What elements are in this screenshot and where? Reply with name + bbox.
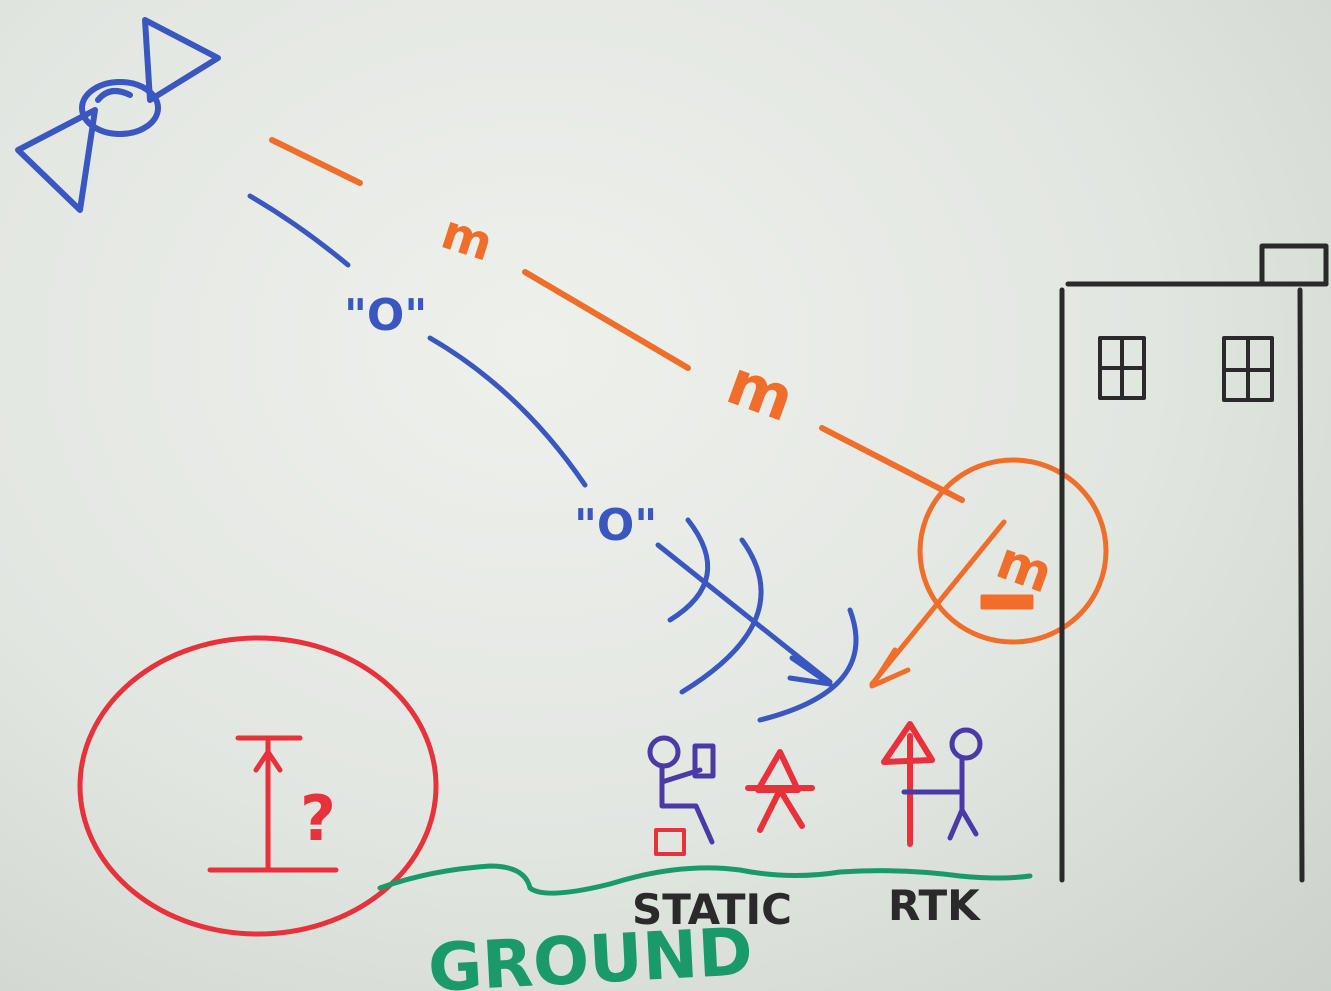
rtk-rover-pole: [881, 721, 935, 847]
question-mark: ?: [300, 782, 336, 855]
ground-label: GROUND: [426, 913, 754, 991]
static-label: STATIC: [632, 885, 792, 934]
rtk-label: RTK: [888, 881, 981, 930]
ground-line: [377, 863, 1033, 896]
window-left: [1098, 336, 1146, 400]
satellite-icon: [15, 17, 221, 213]
orange-signal-path: [269, 137, 1109, 689]
static-tripod: [745, 749, 815, 833]
blue-label-1: "O": [344, 290, 427, 341]
blue-signal-path: [247, 193, 859, 723]
unknown-station-circle: [77, 635, 439, 937]
rtk-surveyor-figure: [901, 727, 983, 841]
orange-label-3: m: [989, 531, 1060, 606]
orange-label-1: m: [435, 204, 500, 273]
static-surveyor-figure: [647, 735, 716, 845]
static-receiver-box: [654, 828, 686, 856]
building: [1059, 243, 1329, 883]
window-right: [1222, 336, 1274, 402]
blue-label-2: "O": [574, 500, 657, 551]
orange-label-2: m: [718, 345, 804, 436]
